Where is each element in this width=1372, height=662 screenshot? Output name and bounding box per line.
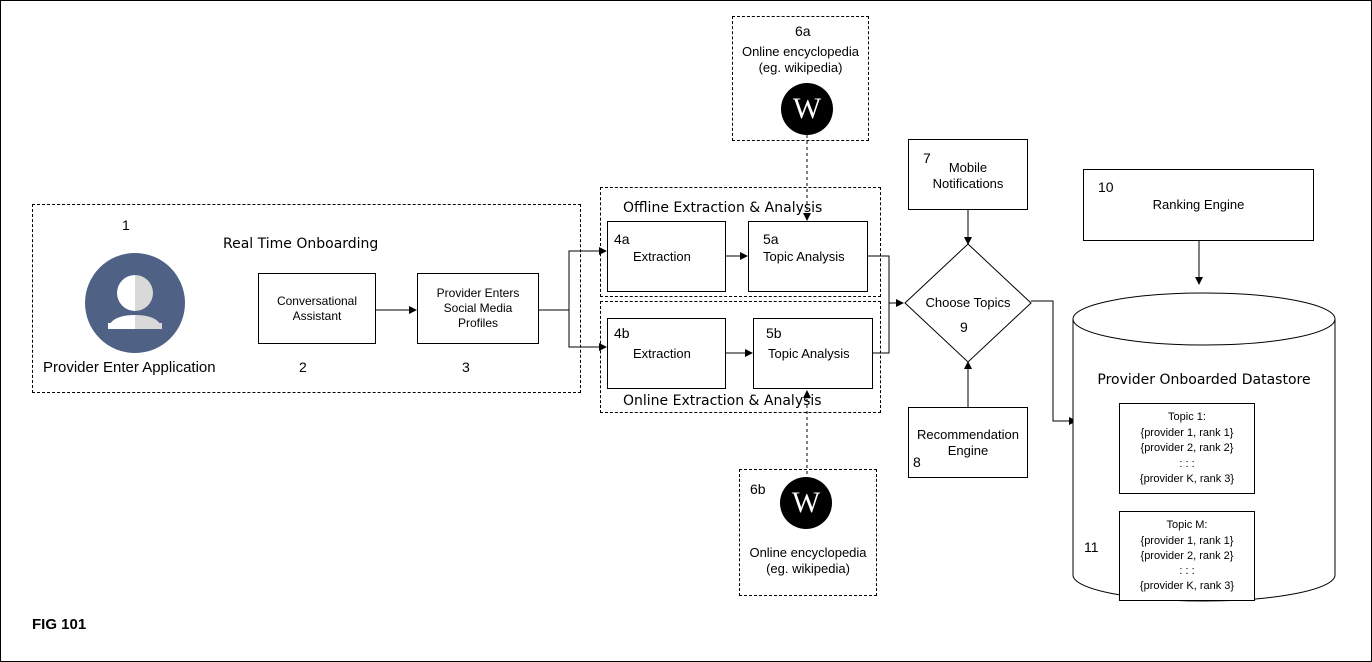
topic-m-record: Topic M: {provider 1, rank 1} {provider … [1119, 511, 1255, 601]
ranking-engine-box: 10 Ranking Engine [1083, 169, 1314, 241]
topic-m-line: {provider K, rank 3} [1139, 580, 1235, 592]
topic-1-title: Topic 1: [1168, 411, 1206, 423]
arrow-5b-to-choose [873, 303, 890, 354]
offline-topic-number: 5a [763, 231, 779, 247]
offline-topic-label: Topic Analysis [763, 249, 845, 264]
social-media-profiles-label: Provider Enters Social Media Profiles [436, 286, 520, 330]
online-extraction-label: Extraction [633, 346, 691, 361]
wiki-top-label: Online encyclopedia (eg. wikipedia) [741, 44, 860, 75]
conversational-assistant-box: Conversational Assistant [258, 273, 376, 344]
offline-topic-analysis-box: 5a Topic Analysis [748, 221, 868, 292]
online-extraction-box: 4b Extraction [607, 318, 726, 389]
recommendation-engine-number: 8 [913, 454, 921, 470]
arrow-choose-to-datastore [1031, 300, 1077, 425]
offline-extraction-number: 4a [614, 231, 630, 247]
ranking-engine-label: Ranking Engine [1152, 197, 1245, 212]
wikipedia-logo-icon: W [781, 83, 833, 135]
wiki-bottom-number: 6b [750, 481, 766, 497]
figure-label: FIG 101 [32, 616, 87, 633]
offline-extraction-group [600, 187, 881, 297]
topic-1-line: : : : [1179, 458, 1195, 470]
datastore-number: 11 [1084, 539, 1099, 555]
choose-topics-number: 9 [960, 319, 968, 335]
topic-m-line: {provider 1, rank 1} [1140, 535, 1234, 547]
recommendation-engine-label: Recommendation Engine [917, 427, 1019, 458]
mobile-notifications-label: Mobile Notifications [932, 160, 1004, 191]
provider-number: 1 [122, 217, 130, 233]
choose-topics-label: Choose Topics [925, 295, 1011, 310]
wiki-bottom-box [739, 469, 877, 596]
datastore-cylinder-top [1072, 292, 1336, 346]
offline-extraction-label: Extraction [633, 249, 691, 264]
offline-extraction-box: 4a Extraction [607, 221, 726, 292]
topic-1-line: {provider 1, rank 1} [1140, 427, 1234, 439]
realtime-onboarding-group [32, 204, 581, 393]
wikipedia-logo-icon: W [780, 477, 832, 529]
arrow-social-to-4b [568, 310, 607, 351]
social-number: 3 [462, 359, 470, 375]
online-extraction-number: 4b [614, 325, 630, 341]
arrow-social-to-4a [539, 247, 607, 311]
offline-extraction-title: Offline Extraction & Analysis [623, 200, 823, 216]
conversational-assistant-label: Conversational Assistant [276, 293, 358, 323]
choose-topics-diamond [904, 243, 1032, 363]
topic-m-line: : : : [1179, 565, 1195, 577]
social-media-profiles-box: Provider Enters Social Media Profiles [417, 273, 539, 344]
provider-enter-label: Provider Enter Application [43, 359, 216, 376]
datastore-title: Provider Onboarded Datastore [1097, 372, 1311, 388]
topic-m-line: {provider 2, rank 2} [1140, 550, 1234, 562]
online-topic-analysis-box: 5b Topic Analysis [753, 318, 873, 389]
ranking-engine-number: 10 [1098, 179, 1114, 195]
realtime-onboarding-title: Real Time Onboarding [223, 236, 379, 252]
topic-1-line: {provider 2, rank 2} [1140, 442, 1234, 454]
wiki-bottom-label: Online encyclopedia (eg. wikipedia) [749, 545, 867, 576]
mobile-notifications-box: 7 Mobile Notifications [908, 139, 1028, 210]
online-extraction-title: Online Extraction & Analysis [623, 393, 822, 409]
wiki-top-number: 6a [795, 23, 811, 39]
online-topic-number: 5b [766, 325, 782, 341]
mobile-notifications-number: 7 [923, 150, 931, 166]
recommendation-engine-box: Recommendation Engine 8 [908, 407, 1028, 478]
topic-m-title: Topic M: [1166, 519, 1208, 531]
user-avatar-icon [85, 253, 185, 353]
online-topic-label: Topic Analysis [768, 346, 850, 361]
topic-1-record: Topic 1: {provider 1, rank 1} {provider … [1119, 403, 1255, 494]
topic-1-line: {provider K, rank 3} [1139, 473, 1235, 485]
assistant-number: 2 [299, 359, 307, 375]
arrow-5a-to-choose [868, 255, 904, 307]
wiki-top-box [732, 16, 869, 141]
online-extraction-group [600, 301, 881, 413]
